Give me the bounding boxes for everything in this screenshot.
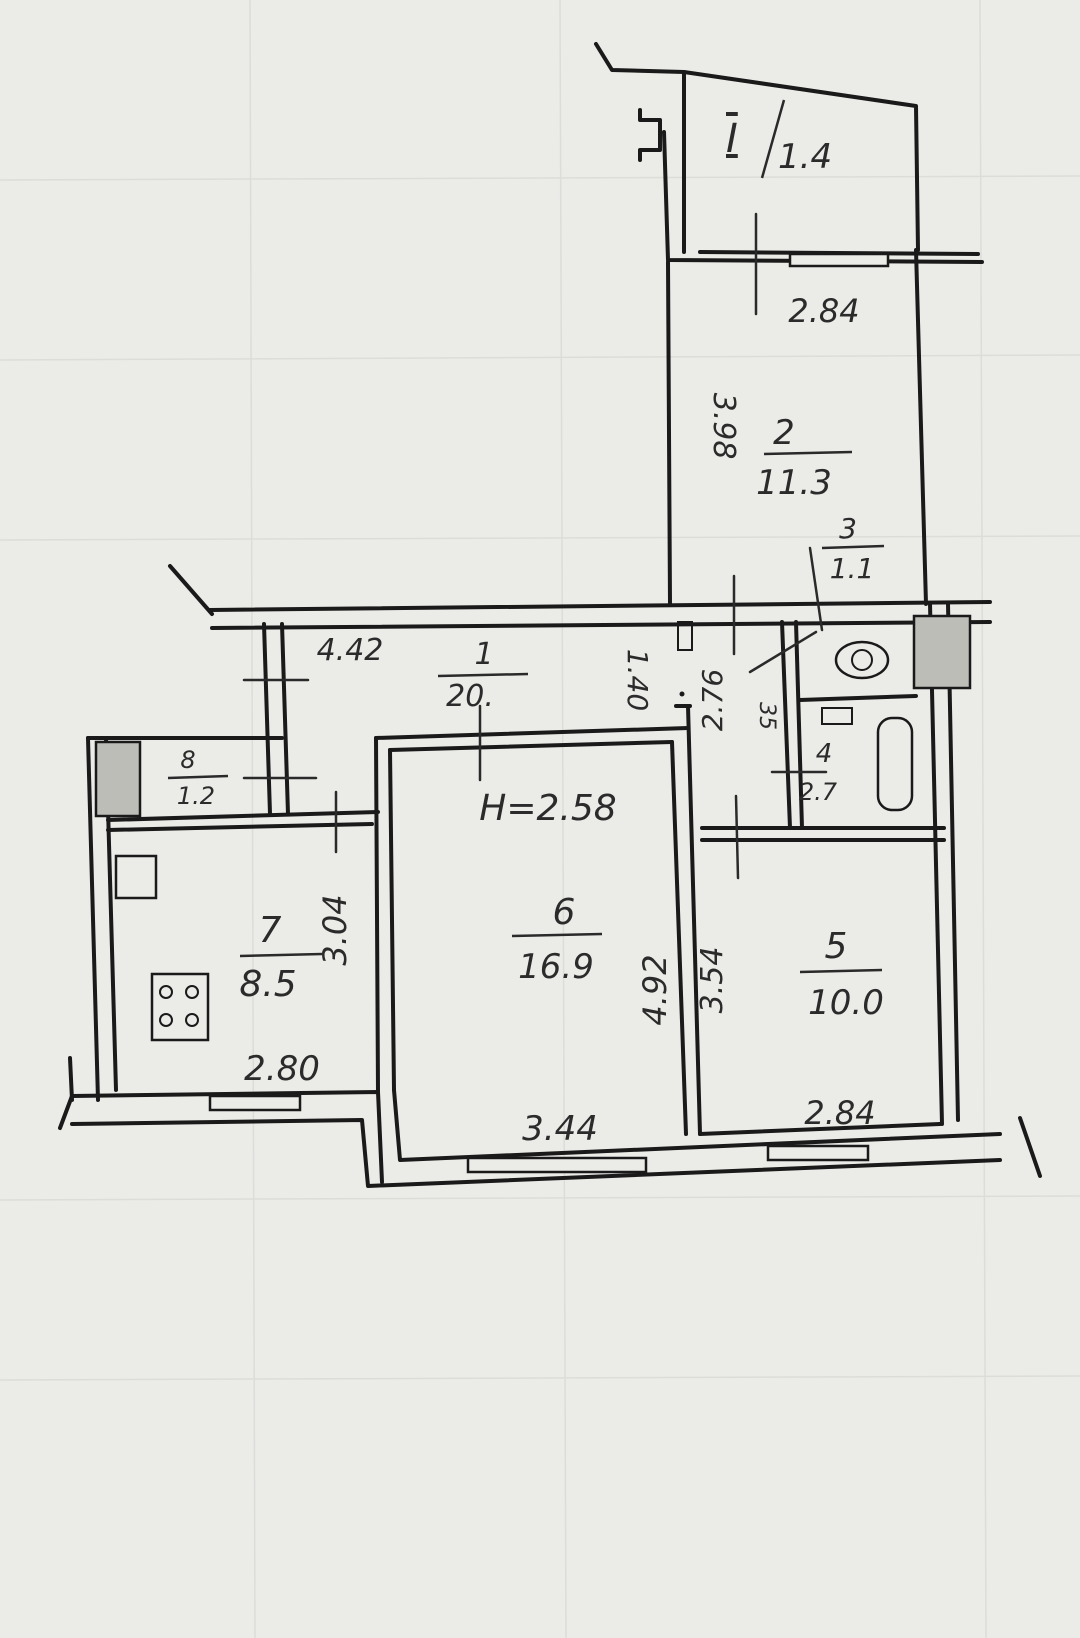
- dim-hall-width: 1.40: [621, 649, 654, 711]
- toilet-icon: [834, 640, 890, 680]
- room-2-number: 2: [773, 413, 795, 453]
- dim-room2-width: 2.84: [788, 292, 859, 330]
- bathtub-icon: [876, 716, 914, 812]
- room-2-label: 2 11.3: [756, 413, 853, 503]
- fridge-icon: [114, 854, 158, 900]
- room-5-number: 5: [825, 926, 848, 967]
- balcony-label: I 1.4: [726, 99, 832, 179]
- room-4-area: 2.7: [799, 778, 838, 806]
- room-8-number: 8: [180, 746, 195, 774]
- room-3-area: 1.1: [830, 552, 875, 585]
- vent-shaft-right: [912, 614, 972, 690]
- dim-room5-width: 2.84: [804, 1094, 875, 1132]
- dim-kitchen-width: 2.80: [244, 1049, 320, 1089]
- room-6-number: 6: [553, 892, 576, 933]
- balcony-area: 1.4: [778, 137, 832, 177]
- room-4-label: 4 2.7: [799, 739, 838, 806]
- room-8-label: 8 1.2: [167, 746, 229, 810]
- room-2-area: 11.3: [756, 463, 832, 503]
- room-6-label: 6 16.9: [511, 892, 603, 987]
- window-room6: [466, 1156, 648, 1174]
- dim-hall-length: 4.42: [317, 633, 384, 668]
- sink-icon: [821, 707, 853, 725]
- ceiling-height: H=2.58: [479, 788, 616, 829]
- room-7-area: 8.5: [239, 964, 296, 1005]
- room-5-area: 10.0: [808, 983, 884, 1023]
- window-room5: [766, 1144, 870, 1162]
- room-3-label: 3 1.1: [821, 512, 885, 585]
- dim-room6-width: 3.44: [522, 1109, 598, 1149]
- room-4-number: 4: [816, 739, 833, 769]
- balcony-number: I: [726, 116, 738, 162]
- room-5-label: 5 10.0: [799, 926, 884, 1023]
- room-1-area: 20.: [446, 679, 494, 714]
- room-1-label: 1 20.: [437, 637, 529, 714]
- balcony-door: [788, 252, 890, 268]
- room-6-area: 16.9: [518, 947, 594, 987]
- room-7-label: 7 8.5: [239, 910, 323, 1005]
- dim-kitchen-length: 3.04: [316, 894, 354, 965]
- room-8-area: 1.2: [177, 782, 215, 810]
- window-kitchen: [208, 1094, 302, 1112]
- walls: [58, 42, 1042, 1188]
- dim-room2-length: 3.98: [706, 393, 741, 460]
- room-7-number: 7: [259, 910, 282, 951]
- room-1-number: 1: [474, 637, 493, 672]
- dim-wc-small: 35: [754, 702, 779, 730]
- dim-wc-length: 2.76: [696, 669, 729, 731]
- dim-room6-length: 4.92: [636, 954, 674, 1025]
- room-3-number: 3: [839, 512, 857, 545]
- stove-icon: [150, 972, 210, 1042]
- dimension-ticks: [242, 212, 828, 880]
- dim-room5-length: 3.54: [695, 947, 730, 1014]
- vent-shaft-left: [94, 740, 142, 818]
